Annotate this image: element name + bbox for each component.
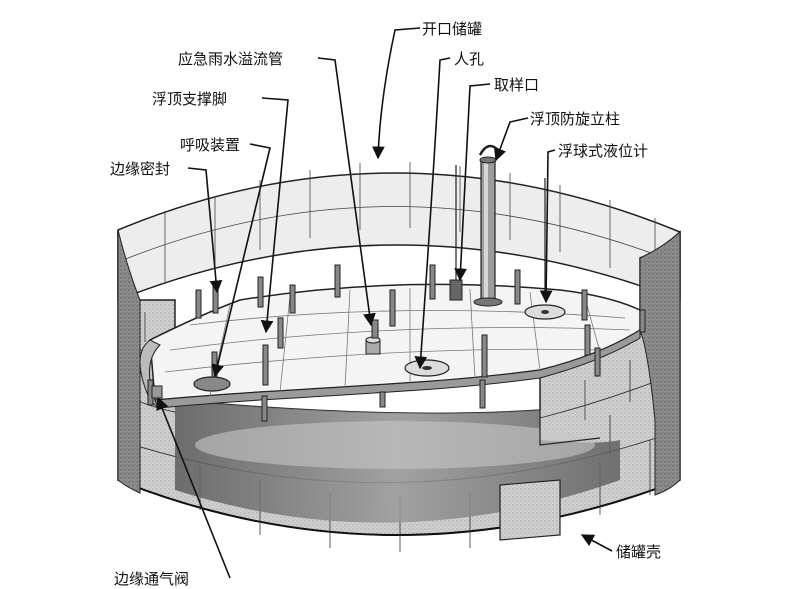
leader-lines bbox=[156, 27, 613, 579]
rim-vent bbox=[151, 385, 163, 399]
label-rim-vent: 边缘通气阀 bbox=[114, 570, 189, 588]
label-manhole: 人孔 bbox=[454, 50, 484, 68]
label-shell: 储罐壳 bbox=[616, 543, 661, 561]
label-open-tank: 开口储罐 bbox=[422, 20, 482, 38]
label-roof-support: 浮顶支撑脚 bbox=[152, 90, 227, 108]
tank-inner-wall bbox=[117, 162, 681, 302]
tank-liquid bbox=[175, 400, 620, 541]
label-anti-rotation: 浮顶防旋立柱 bbox=[530, 110, 620, 128]
breather-valve bbox=[193, 376, 231, 392]
emergency-drain bbox=[365, 319, 381, 355]
label-rim-seal: 边缘密封 bbox=[110, 160, 170, 178]
label-emergency-drain: 应急雨水溢流管 bbox=[178, 50, 283, 68]
anti-rotation-column bbox=[473, 144, 503, 307]
sampling-port bbox=[449, 165, 463, 301]
label-breather: 呼吸装置 bbox=[180, 136, 240, 154]
label-sampling-port: 取样口 bbox=[494, 76, 539, 94]
label-float-gauge: 浮球式液位计 bbox=[558, 142, 648, 160]
labels: 开口储罐 应急雨水溢流管 人孔 浮顶支撑脚 取样口 浮顶防旋立柱 呼吸装置 浮球… bbox=[110, 20, 661, 588]
float-gauge bbox=[524, 178, 566, 320]
manhole bbox=[404, 359, 450, 377]
